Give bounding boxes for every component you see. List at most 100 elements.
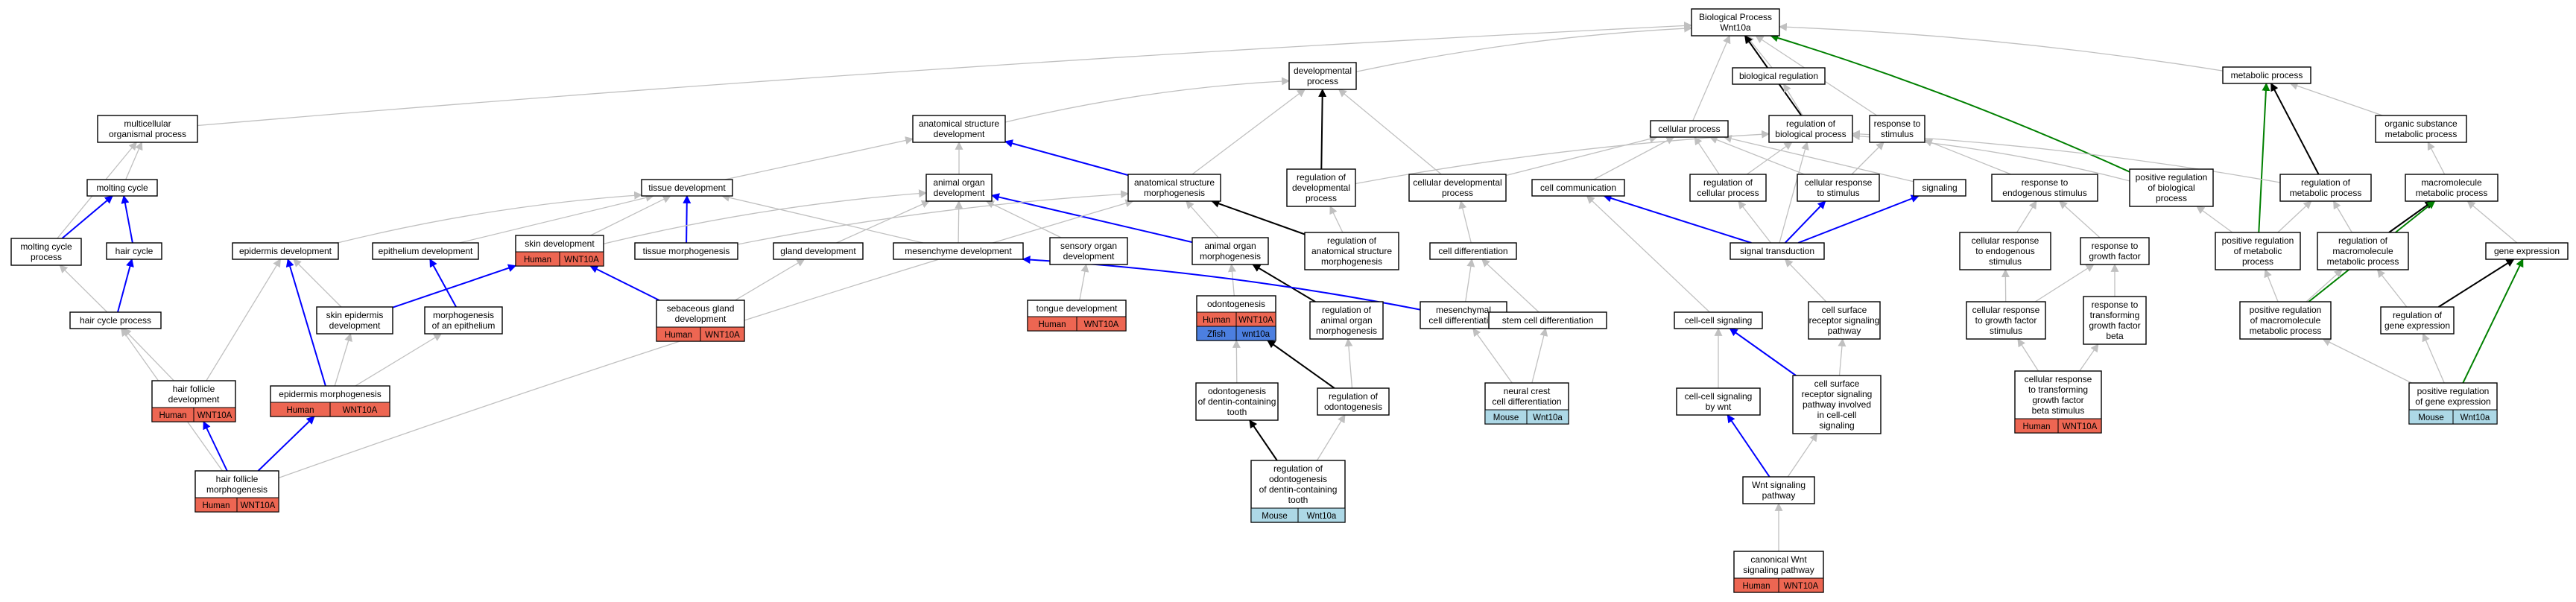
edge-epimorph-to-epidev xyxy=(285,258,326,387)
term-node-celldiff[interactable]: cell differentiation xyxy=(1429,242,1517,260)
term-node-stemdiff[interactable]: stem cell differentiation xyxy=(1488,311,1607,329)
term-node-ccsig[interactable]: cell-cell signaling xyxy=(1674,311,1763,329)
term-box xyxy=(1127,174,1221,202)
term-node-molting[interactable]: molting cycle xyxy=(86,179,158,197)
edge-sigtrans-to-regbio xyxy=(1779,141,1809,244)
term-node-biolreg[interactable]: biological regulation xyxy=(1732,67,1826,85)
term-label-line: of an epithelium xyxy=(432,320,496,331)
edge-odonto-to-aom xyxy=(1228,263,1236,297)
edge-macro-to-orgsub xyxy=(2427,142,2446,175)
term-label-line: odontogenesis xyxy=(1207,299,1265,309)
term-label-line: pathway involved xyxy=(1803,399,1871,410)
edge-posregbio-to-bp xyxy=(1770,34,2130,173)
edge-ncdiff-to-mescelldiff xyxy=(1472,328,1513,384)
edge-hcp-to-haircycle xyxy=(117,258,134,313)
edge-haircycle-to-molting xyxy=(121,194,133,244)
edge-regodontodct-to-odontodct xyxy=(1249,419,1278,461)
term-box xyxy=(1531,179,1625,197)
term-node-mesdev[interactable]: mesenchyme development xyxy=(893,242,1024,260)
term-label-line: epithelium development xyxy=(379,246,473,256)
term-node-geneexp[interactable]: gene expression xyxy=(2485,242,2569,260)
term-node-metab[interactable]: metabolic process xyxy=(2222,66,2311,84)
species-label: Human xyxy=(202,501,230,510)
term-node-epithdev[interactable]: epithelium development xyxy=(372,242,479,260)
edge-metab-to-bp xyxy=(1778,22,2224,72)
edge-cellproc-to-bp xyxy=(1692,34,1731,121)
term-node-cellcomm[interactable]: cell communication xyxy=(1531,179,1625,197)
term-label-line: hair follicle xyxy=(216,474,259,484)
term-node-haircycle[interactable]: hair cycle xyxy=(106,242,162,260)
term-box xyxy=(773,242,864,260)
species-label: Mouse xyxy=(1493,414,1519,422)
term-node-sigtrans[interactable]: signal transduction xyxy=(1730,242,1825,260)
term-node-tissuemorph[interactable]: tissue morphogenesis xyxy=(634,242,738,260)
term-node-signaling[interactable]: signaling xyxy=(1913,179,1966,197)
term-node-epidev[interactable]: epidermis development xyxy=(232,242,339,260)
term-node-cellproc[interactable]: cellular process xyxy=(1650,120,1729,138)
term-box xyxy=(1650,120,1729,138)
edge-sensdev-to-aod xyxy=(985,200,1062,238)
term-label-line: developmental xyxy=(1292,183,1350,193)
term-box xyxy=(1730,242,1825,260)
edge-tongue-to-sensdev xyxy=(1079,263,1089,301)
term-node-tissuedev[interactable]: tissue development xyxy=(641,179,733,197)
term-node-hcp[interactable]: hair cycle process xyxy=(69,311,162,329)
edge-celldev-to-dev xyxy=(1338,89,1442,175)
term-label-line: neural crest xyxy=(1504,386,1551,396)
species-label: Human xyxy=(286,406,314,415)
term-node-glanddev[interactable]: gland development xyxy=(773,242,864,260)
edge-ncdiff-to-stemdiff xyxy=(1531,327,1548,384)
term-box xyxy=(1869,115,1925,143)
